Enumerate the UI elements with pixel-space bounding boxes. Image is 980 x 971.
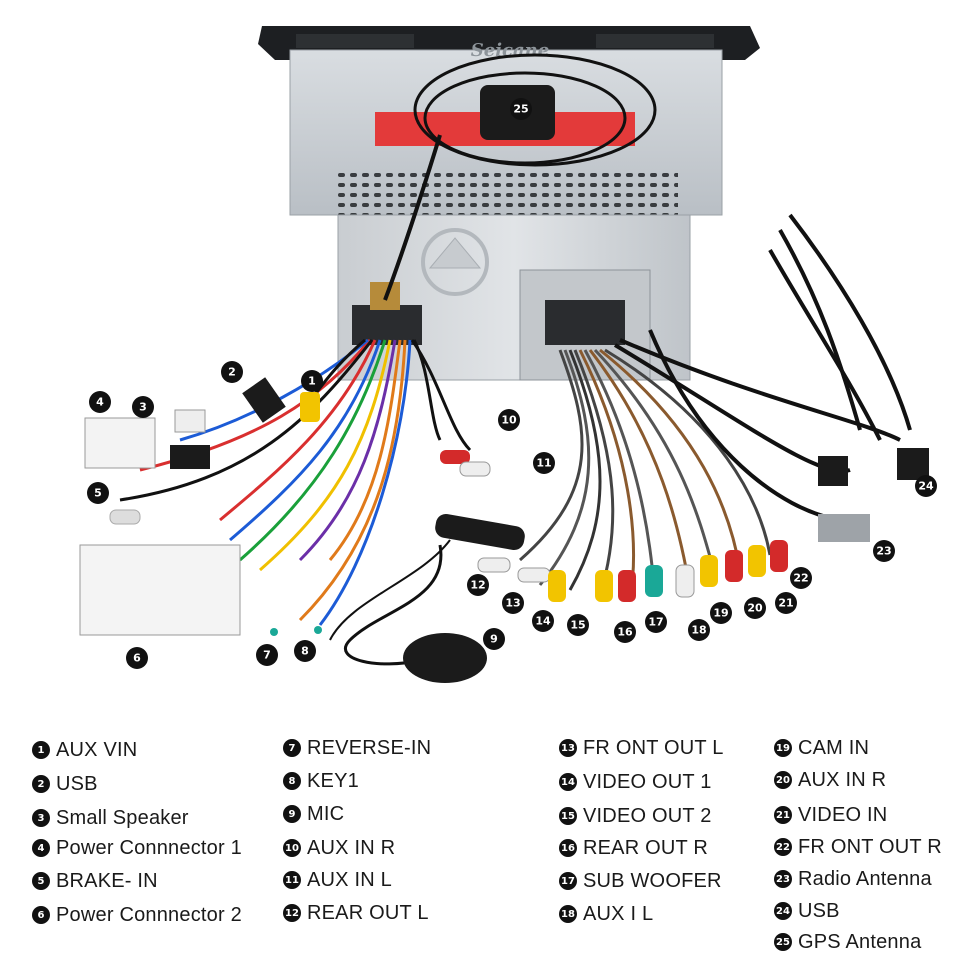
brand-logo: Seicane bbox=[471, 40, 549, 61]
svg-text:14: 14 bbox=[535, 615, 551, 628]
badge-19: 19 bbox=[710, 602, 732, 624]
badge-14: 14 bbox=[532, 610, 554, 632]
svg-text:11: 11 bbox=[536, 457, 551, 470]
svg-text:6: 6 bbox=[133, 652, 141, 665]
svg-text:4: 4 bbox=[96, 396, 104, 409]
svg-text:2: 2 bbox=[228, 366, 236, 379]
badge-6: 6 bbox=[126, 647, 148, 669]
rca-plugs bbox=[477, 540, 788, 602]
badge-22: 22 bbox=[790, 567, 812, 589]
badge-13: 13 bbox=[502, 592, 524, 614]
badge-21: 21 bbox=[775, 592, 797, 614]
svg-text:13: 13 bbox=[505, 597, 520, 610]
speaker-connector bbox=[170, 445, 210, 469]
badge-8: 8 bbox=[294, 640, 316, 662]
svg-text:17: 17 bbox=[648, 616, 663, 629]
power-connector-2 bbox=[79, 544, 241, 636]
svg-text:20: 20 bbox=[747, 602, 763, 615]
badge-3: 3 bbox=[132, 396, 154, 418]
svg-text:1: 1 bbox=[308, 375, 316, 388]
svg-text:24: 24 bbox=[918, 480, 934, 493]
wiring-diagram: Seicane bbox=[79, 26, 937, 683]
power-connector-1 bbox=[84, 417, 156, 469]
svg-text:18: 18 bbox=[691, 624, 706, 637]
usb-socket-a bbox=[818, 456, 848, 486]
aux-in-l-rca bbox=[459, 461, 491, 477]
svg-text:22: 22 bbox=[793, 572, 808, 585]
head-unit: Seicane bbox=[258, 26, 760, 381]
badge-7: 7 bbox=[256, 644, 278, 666]
usb-plug bbox=[242, 377, 286, 423]
badge-10: 10 bbox=[498, 409, 520, 431]
badge-17: 17 bbox=[645, 611, 667, 633]
svg-text:5: 5 bbox=[94, 487, 102, 500]
svg-text:3: 3 bbox=[139, 401, 147, 414]
mic-body bbox=[403, 633, 487, 683]
badge-16: 16 bbox=[614, 621, 636, 643]
svg-text:15: 15 bbox=[570, 619, 585, 632]
badge-18: 18 bbox=[688, 619, 710, 641]
svg-text:16: 16 bbox=[617, 626, 633, 639]
aux-vin-rca bbox=[300, 392, 320, 422]
badge-24: 24 bbox=[915, 475, 937, 497]
usb-socket-b bbox=[897, 448, 929, 480]
aux-in-r-rca bbox=[440, 450, 470, 464]
svg-text:23: 23 bbox=[876, 545, 891, 558]
radio-antenna-connector bbox=[818, 514, 870, 542]
svg-text:9: 9 bbox=[490, 633, 498, 646]
microphone bbox=[329, 513, 525, 683]
svg-text:8: 8 bbox=[301, 645, 309, 658]
badge-11: 11 bbox=[533, 452, 555, 474]
left-harness bbox=[119, 338, 472, 626]
badge-20: 20 bbox=[744, 597, 766, 619]
badge-1: 1 bbox=[301, 370, 323, 392]
badge-23: 23 bbox=[873, 540, 895, 562]
badge-15: 15 bbox=[567, 614, 589, 636]
usb-cable-coil bbox=[768, 213, 912, 441]
badge-12: 12 bbox=[467, 574, 489, 596]
badge-5: 5 bbox=[87, 482, 109, 504]
badge-9: 9 bbox=[483, 628, 505, 650]
svg-text:7: 7 bbox=[263, 649, 271, 662]
svg-text:25: 25 bbox=[513, 103, 528, 116]
left-connectors bbox=[79, 377, 491, 636]
svg-text:12: 12 bbox=[470, 579, 485, 592]
svg-text:10: 10 bbox=[501, 414, 517, 427]
badge-2: 2 bbox=[221, 361, 243, 383]
badge-25: 25 bbox=[510, 98, 532, 120]
svg-text:19: 19 bbox=[713, 607, 728, 620]
svg-text:21: 21 bbox=[778, 597, 793, 610]
badge-4: 4 bbox=[89, 391, 111, 413]
